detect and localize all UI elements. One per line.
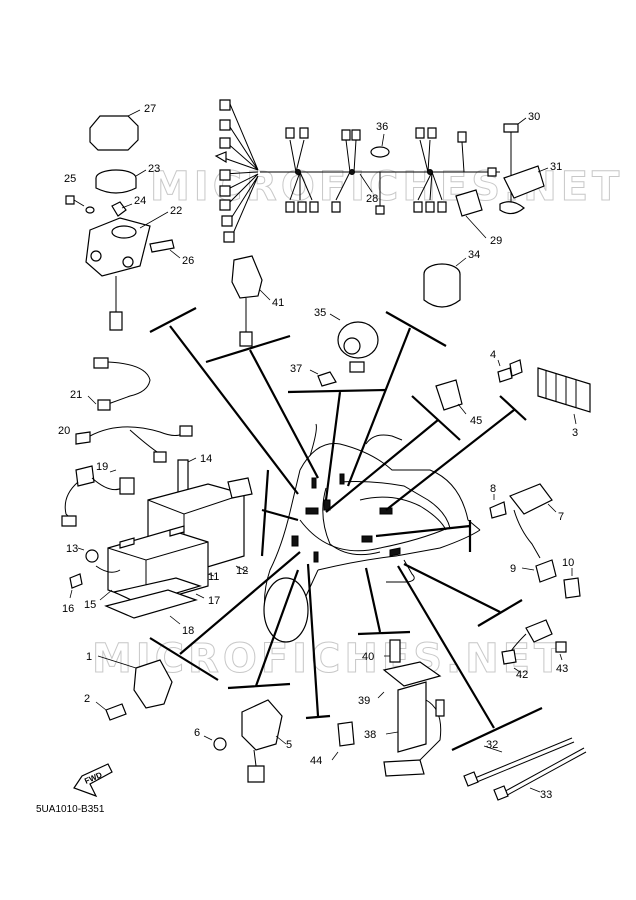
part-27-cover [89,109,141,151]
part-34-horn [423,257,467,308]
part-28-wire-harness [214,99,500,243]
part-39-fuel-pump-plate [377,661,442,699]
callout-33: 33 [540,789,552,801]
callout-29: 29 [490,235,502,247]
part-9-lead [521,559,557,583]
part-41-relay [231,255,271,347]
callout-28: 28 [366,193,378,205]
part-15-lead [95,565,121,601]
part-35-horn [329,313,379,373]
watermark-bottom: MICROFICHES.NET [92,636,565,682]
callout-1: 1 [86,651,92,663]
callout-25: 25 [64,173,76,185]
callout-3: 3 [572,427,578,439]
callout-32: 32 [486,739,498,751]
callout-30: 30 [528,111,540,123]
callout-19: 19 [96,461,108,473]
callout-42: 42 [516,669,528,681]
callout-8: 8 [490,483,496,495]
part-38-fuel-pump [383,681,445,777]
part-6-nut [203,735,227,751]
callout-18: 18 [182,625,194,637]
part-45-coupler [435,379,467,415]
part-13-nut [77,547,99,563]
part-31-bracket [499,165,549,215]
scooter-body-outline [263,423,481,643]
callout-9: 9 [510,563,516,575]
callout-45: 45 [470,415,482,427]
callout-17: 17 [208,595,220,607]
callout-6: 6 [194,727,200,739]
callout-20: 20 [58,425,70,437]
part-40-bolt [384,639,401,663]
fwd-label: FWD [83,770,104,786]
part-5-starter-relay [241,699,287,783]
fwd-arrow: FWD [73,763,113,798]
part-22-main-switch [85,211,169,331]
callout-21: 21 [70,389,82,401]
drawing-code: 5UA1010-B351 [36,804,105,815]
callout-2: 2 [84,693,90,705]
harness-routing [291,473,449,563]
callout-7: 7 [558,511,564,523]
part-24-key [111,201,133,217]
callout-4: 4 [490,349,496,361]
part-37-bolt [309,369,337,387]
part-42-sensor [501,619,553,673]
part-30-bolt [503,117,527,210]
callout-12: 12 [236,565,248,577]
part-36-clamp [370,133,390,158]
callout-31: 31 [550,161,562,173]
callout-23: 23 [148,163,160,175]
part-26-bolt [149,239,181,259]
callout-26: 26 [182,255,194,267]
part-4-bolt [497,359,523,383]
callout-41: 41 [272,297,284,309]
part-43-screw [555,641,567,661]
part-21-sub-lead [87,357,151,411]
part-44-coupler [331,721,355,761]
part-2-bolt [95,701,127,721]
part-33-cable-tie [493,747,587,801]
part-8-bolt [489,494,507,519]
callout-27: 27 [144,103,156,115]
callout-37: 37 [290,363,302,375]
part-7-sensor [509,483,557,559]
part-29-relay [455,189,487,239]
part-23-cap [95,169,147,194]
callout-40: 40 [362,651,374,663]
callout-36: 36 [376,121,388,133]
callout-22: 22 [170,205,182,217]
part-20-sub-lead [75,425,193,463]
callout-15: 15 [84,599,96,611]
part-18-band [104,589,198,625]
callout-35: 35 [314,307,326,319]
leader-lines [149,307,543,751]
part-3-rectifier-regulator [537,367,591,425]
callout-43: 43 [556,663,568,675]
callout-11: 11 [208,571,219,583]
part-1-ignition-coil [97,655,173,709]
part-19-sub-lead [61,465,135,527]
callout-14: 14 [200,453,212,465]
part-10-connector [563,568,581,599]
callout-10: 10 [562,557,574,569]
callout-38: 38 [364,729,376,741]
part-16-screw [69,573,83,599]
callout-16: 16 [62,603,74,615]
part-25-screw [65,195,95,214]
callout-44: 44 [310,755,322,767]
part-32-cable-tie [463,737,575,787]
callout-39: 39 [358,695,370,707]
callout-5: 5 [286,739,292,751]
callout-24: 24 [134,195,146,207]
callout-13: 13 [66,543,78,555]
callout-34: 34 [468,249,480,261]
